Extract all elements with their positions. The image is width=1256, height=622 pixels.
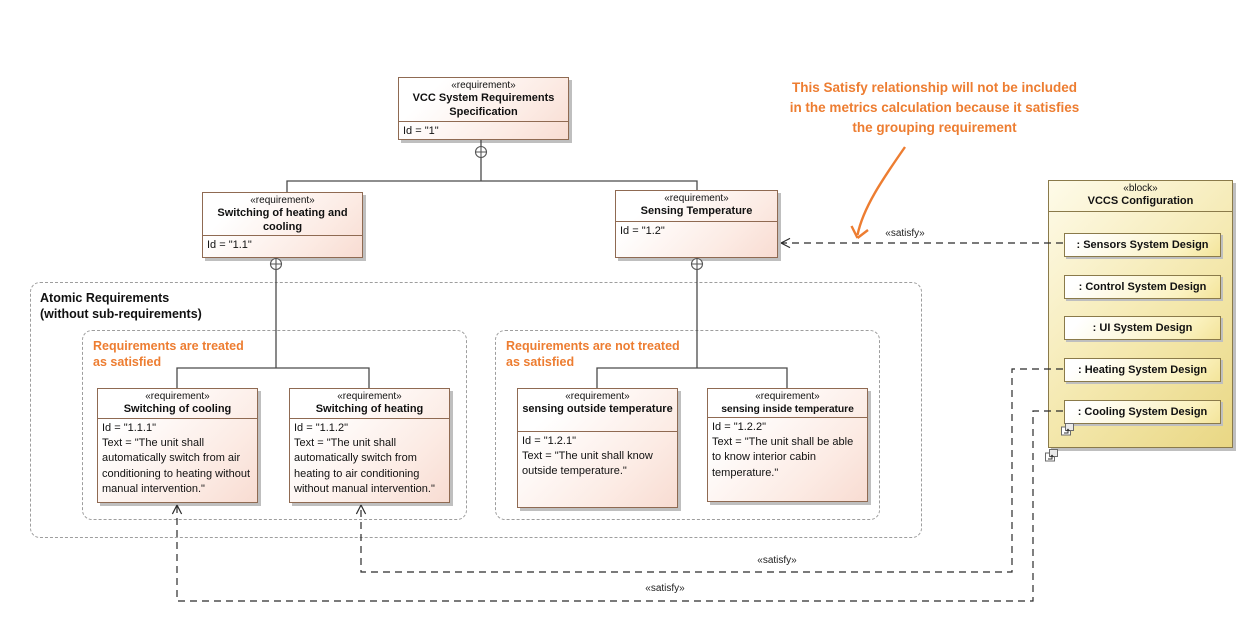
note-line3: the grouping requirement: [852, 120, 1017, 135]
treated-line1: Requirements are treated: [93, 339, 244, 353]
satisfy-label-heating: «satisfy»: [754, 555, 800, 567]
stereotype-label: «requirement»: [565, 391, 630, 402]
requirement-name: sensing inside temperature: [721, 404, 854, 415]
requirement-id: Id = "1.1": [207, 239, 252, 251]
satisfy-label-sensors: «satisfy»: [882, 228, 928, 240]
requirement-name: Switching of heating and cooling: [217, 207, 348, 233]
satisfy-label-cooling: «satisfy»: [642, 583, 688, 595]
requirement-sensing-outside-temperature[interactable]: «requirement» sensing outside temperatur…: [517, 388, 678, 508]
atomic-label-line2: (without sub-requirements): [40, 307, 202, 321]
structure-decomposition-icon: [1061, 423, 1074, 436]
requirement-name: Switching of cooling: [123, 403, 232, 415]
requirement-switching-of-heating[interactable]: «requirement» Switching of heating Id = …: [289, 388, 450, 503]
containment-tree-root: [286, 140, 698, 192]
stereotype-label: «requirement»: [337, 391, 402, 402]
requirement-id: Id = "1.1.1": [102, 422, 156, 434]
part-ui-system-design[interactable]: : UI System Design: [1064, 316, 1221, 340]
annotation-note: This Satisfy relationship will not be in…: [762, 78, 1107, 138]
requirement-name: sensing outside temperature: [522, 403, 673, 415]
block-vccs-configuration[interactable]: «block» VCCS Configuration : Sensors Sys…: [1048, 180, 1233, 448]
requirement-name: VCC System Requirements Specification: [412, 92, 555, 118]
block-name: VCCS Configuration: [1087, 195, 1194, 207]
not-treated-line1: Requirements are not treated: [506, 339, 680, 353]
requirement-text: Text = "The unit shall be able to know i…: [712, 436, 854, 479]
stereotype-label: «block»: [1123, 183, 1158, 194]
requirement-id: Id = "1.2": [620, 225, 665, 237]
requirement-id: Id = "1.2.1": [522, 435, 576, 447]
treated-as-satisfied-label: Requirements are treated as satisfied: [93, 338, 244, 370]
note-line2: in the metrics calculation because it sa…: [789, 100, 1080, 115]
requirement-text: Text = "The unit shall know outside temp…: [522, 450, 653, 478]
stereotype-label: «requirement»: [250, 195, 315, 206]
part-heating-system-design[interactable]: : Heating System Design: [1064, 358, 1221, 382]
requirement-id: Id = "1.2.2": [712, 421, 766, 433]
block-header: «block» VCCS Configuration: [1049, 181, 1232, 212]
stereotype-label: «requirement»: [755, 391, 820, 402]
note-line1: This Satisfy relationship will not be in…: [791, 80, 1078, 95]
requirement-switching-of-heating-and-cooling[interactable]: «requirement» Switching of heating and c…: [202, 192, 363, 258]
requirement-name: Sensing Temperature: [640, 205, 753, 217]
part-cooling-system-design[interactable]: : Cooling System Design: [1064, 400, 1221, 424]
atomic-requirements-label: Atomic Requirements (without sub-require…: [40, 290, 202, 322]
part-sensors-system-design[interactable]: : Sensors System Design: [1064, 233, 1221, 257]
requirement-text: Text = "The unit shall automatically swi…: [294, 437, 435, 495]
stereotype-label: «requirement»: [145, 391, 210, 402]
structure-decomposition-icon: [1045, 449, 1058, 462]
requirement-text: Text = "The unit shall automatically swi…: [102, 437, 250, 495]
not-treated-line2: as satisfied: [506, 355, 575, 369]
requirement-switching-of-cooling[interactable]: «requirement» Switching of cooling Id = …: [97, 388, 258, 503]
requirement-vcc-system-requirements-specification[interactable]: «requirement» VCC System Requirements Sp…: [398, 77, 569, 140]
requirement-sensing-temperature[interactable]: «requirement» Sensing Temperature Id = "…: [615, 190, 778, 258]
requirement-sensing-inside-temperature[interactable]: «requirement» sensing inside temperature…: [707, 388, 868, 502]
treated-line2: as satisfied: [93, 355, 162, 369]
stereotype-label: «requirement»: [451, 80, 516, 91]
requirement-id: Id = "1.1.2": [294, 422, 348, 434]
annotation-arrow: [850, 146, 906, 239]
atomic-label-line1: Atomic Requirements: [40, 291, 170, 305]
part-control-system-design[interactable]: : Control System Design: [1064, 275, 1221, 299]
requirement-id: Id = "1": [403, 125, 439, 137]
not-treated-as-satisfied-label: Requirements are not treated as satisfie…: [506, 338, 680, 370]
requirement-name: Switching of heating: [315, 403, 424, 415]
satisfy-arrowhead: [780, 237, 791, 249]
stereotype-label: «requirement»: [664, 193, 729, 204]
